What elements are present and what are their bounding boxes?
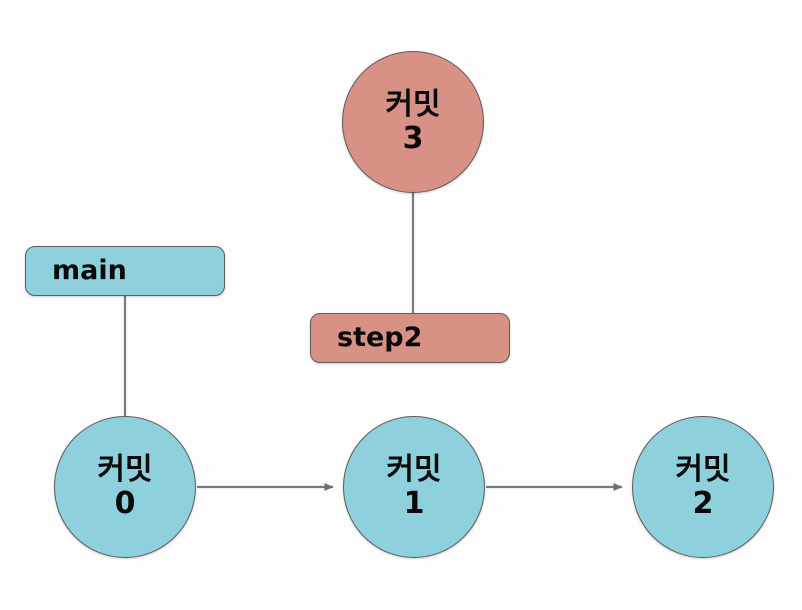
node-commit2-line2: 2	[692, 486, 714, 521]
node-commit3-line1: 커밋	[385, 87, 441, 123]
node-commit1-line2: 1	[403, 486, 425, 521]
node-commit1-line1: 커밋	[386, 452, 442, 488]
node-commit0-line2: 0	[114, 486, 136, 521]
node-commit1[interactable]: 커밋 1	[343, 416, 485, 558]
node-commit3[interactable]: 커밋 3	[342, 51, 484, 193]
branch-label-main[interactable]: main	[25, 246, 225, 296]
branch-label-main-text: main	[52, 254, 127, 286]
node-commit0-line1: 커밋	[97, 452, 153, 488]
branch-label-step2-text: step2	[337, 321, 423, 353]
node-commit2-line1: 커밋	[675, 452, 731, 488]
node-commit3-line2: 3	[402, 121, 424, 156]
node-commit0[interactable]: 커밋 0	[54, 416, 196, 558]
node-commit2[interactable]: 커밋 2	[632, 416, 774, 558]
branch-label-step2[interactable]: step2	[310, 313, 510, 363]
